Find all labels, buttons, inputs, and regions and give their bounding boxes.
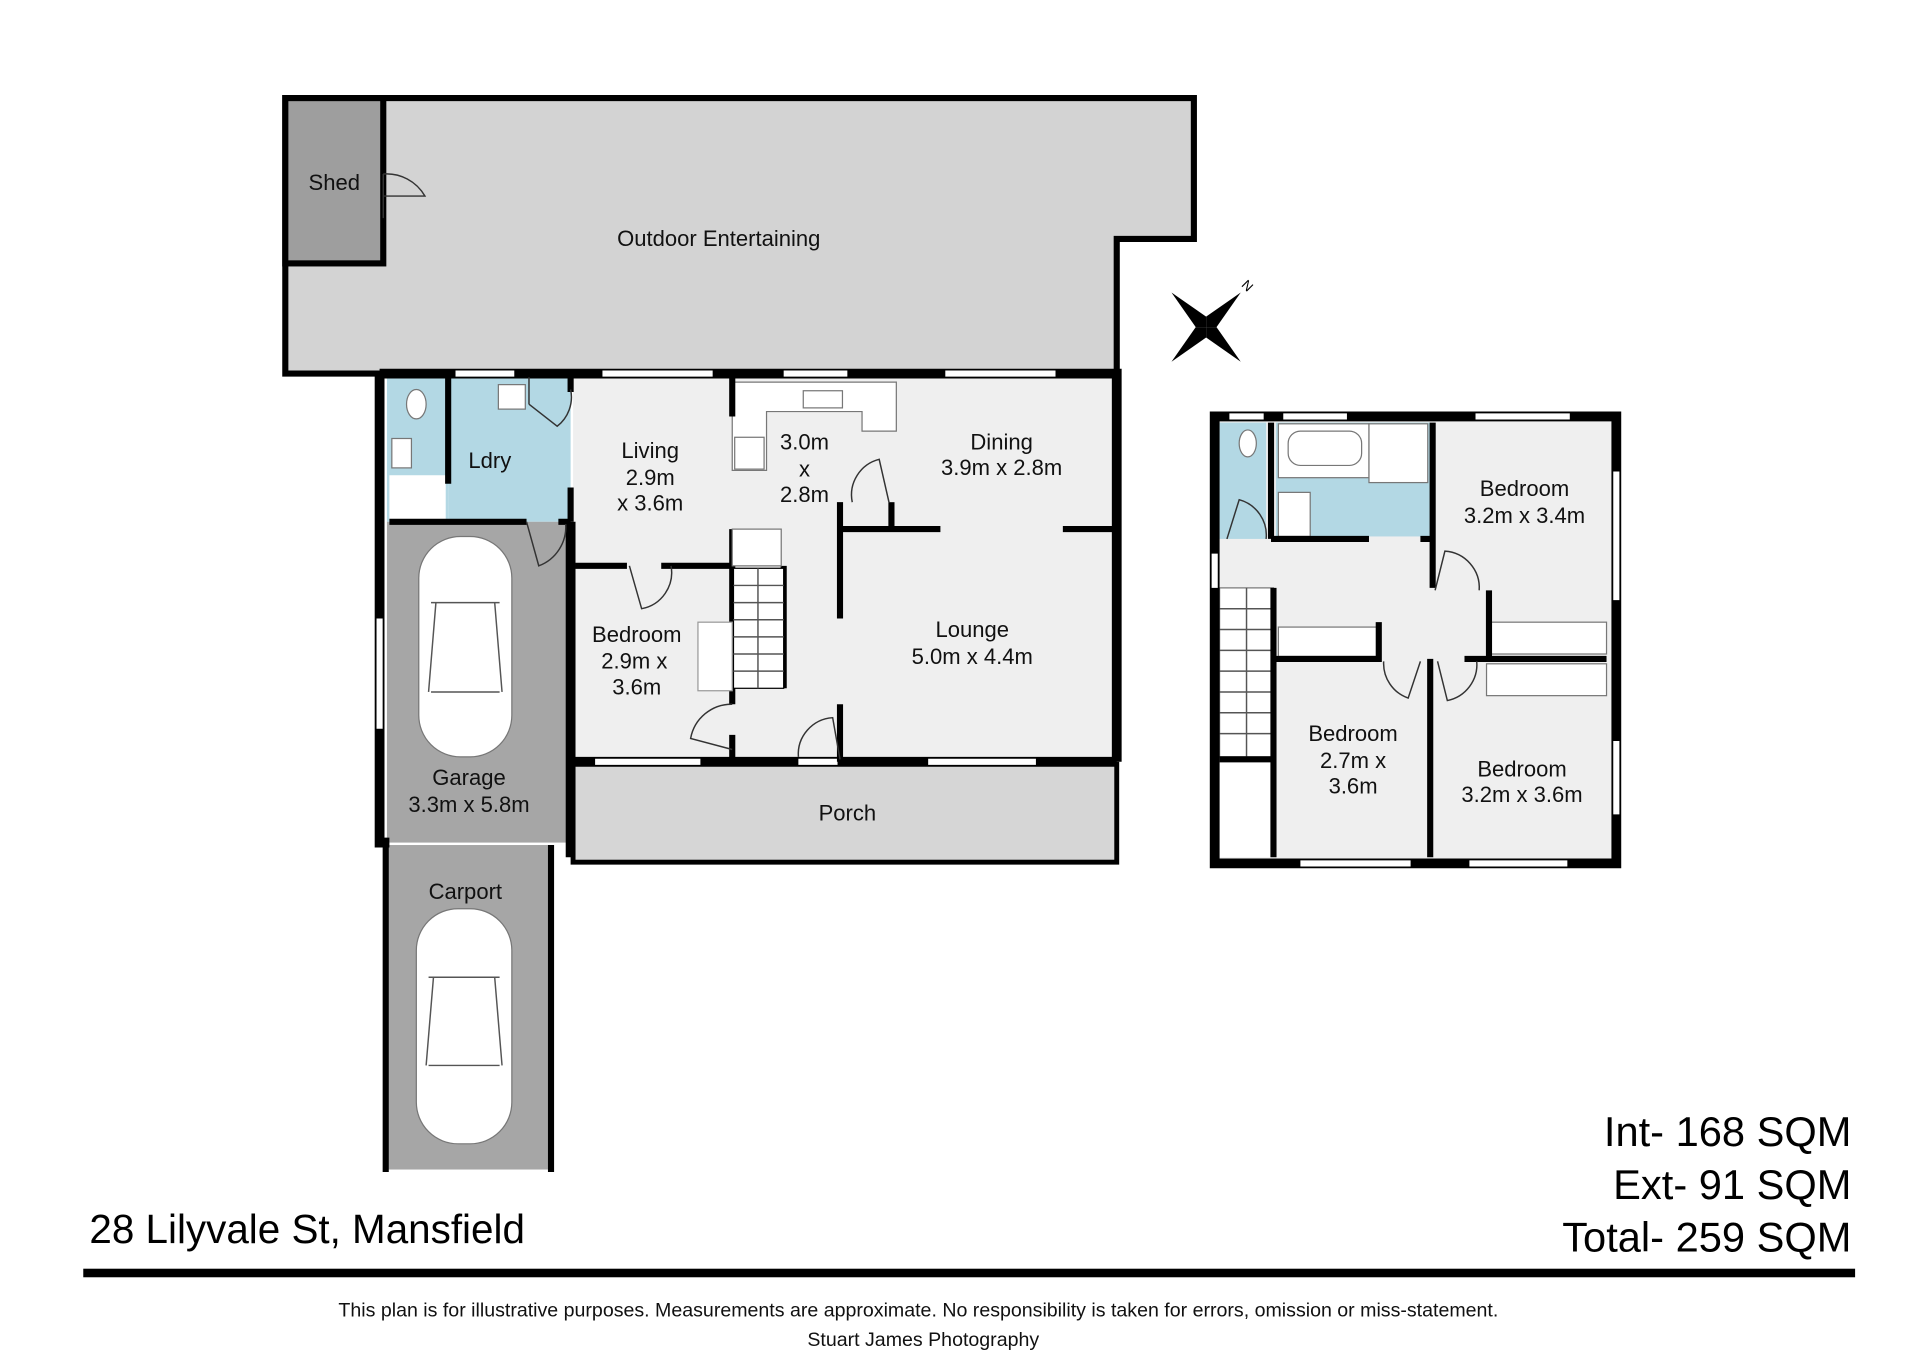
- shed-label: Shed: [309, 170, 360, 195]
- laundry-label: Ldry: [468, 448, 511, 473]
- living-dim2: x 3.6m: [617, 491, 683, 516]
- kitchen-dim2: x: [799, 456, 810, 481]
- upper-bedroom2-dim1: 2.7m x: [1320, 748, 1386, 773]
- outdoor-label: Outdoor Entertaining: [617, 226, 820, 251]
- dining-label: Dining: [970, 430, 1032, 455]
- upper-bedroom2-dim2: 3.6m: [1329, 774, 1378, 799]
- external-area: Ext- 91 SQM: [1613, 1161, 1851, 1208]
- porch: [570, 761, 1120, 865]
- bedroom-dim1: 2.9m x: [601, 649, 667, 674]
- living-label: Living: [621, 438, 679, 463]
- ground-floor: Ldry Living 2.9m x 3.6m 3.0m x 2.8m Dini…: [374, 368, 1122, 1172]
- compass-icon: N: [1171, 277, 1256, 362]
- footer-divider: [83, 1268, 1856, 1278]
- lounge-label: Lounge: [935, 617, 1009, 642]
- garage-dim: 3.3m x 5.8m: [408, 792, 529, 817]
- stairs-icon: [732, 567, 785, 689]
- upper-floor: Bedroom 3.2m x 3.4m Bedroom 2.7m x 3.6m …: [1209, 411, 1622, 869]
- upper-bedroom3-dim: 3.2m x 3.6m: [1461, 782, 1582, 807]
- stairs-icon: [1218, 587, 1275, 758]
- porch-label: Porch: [819, 801, 877, 826]
- garage-label: Garage: [432, 765, 505, 790]
- outdoor-entertaining: Shed Outdoor Entertaining: [282, 95, 1197, 377]
- upper-bedroom1-dim: 3.2m x 3.4m: [1464, 503, 1585, 528]
- internal-area: Int- 168 SQM: [1604, 1108, 1852, 1155]
- upper-bedroom2-label: Bedroom: [1308, 721, 1397, 746]
- carport-label: Carport: [429, 879, 502, 904]
- lounge-dim: 5.0m x 4.4m: [912, 644, 1033, 669]
- disclaimer: This plan is for illustrative purposes. …: [338, 1299, 1498, 1321]
- car-icon: [418, 535, 513, 758]
- car-icon: [415, 908, 513, 1145]
- bedroom-dim2: 3.6m: [612, 674, 661, 699]
- photographer-credit: Stuart James Photography: [807, 1329, 1039, 1351]
- bedroom-label: Bedroom: [592, 622, 681, 647]
- kitchen-dim3: 2.8m: [780, 482, 829, 507]
- upper-bedroom3-label: Bedroom: [1477, 756, 1566, 781]
- compass-north-label: N: [1239, 277, 1256, 294]
- dining-dim: 3.9m x 2.8m: [941, 455, 1062, 480]
- property-address: 28 Lilyvale St, Mansfield: [89, 1206, 525, 1252]
- total-area: Total- 259 SQM: [1562, 1214, 1851, 1261]
- kitchen-dim1: 3.0m: [780, 430, 829, 455]
- living-dim1: 2.9m: [626, 465, 675, 490]
- upper-bedroom1-label: Bedroom: [1480, 476, 1569, 501]
